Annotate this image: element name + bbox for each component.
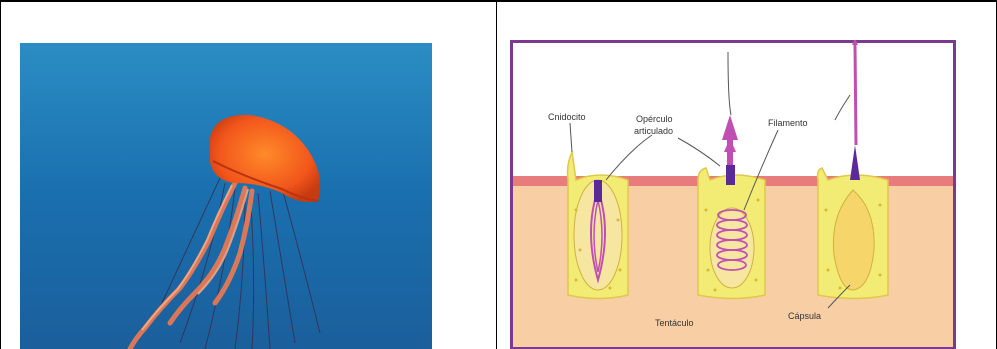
label-tentaculo: Tentáculo — [655, 318, 694, 328]
label-capsula: Cápsula — [788, 311, 821, 321]
jellyfish-photo — [20, 43, 432, 349]
label-filamento: Filamento — [768, 118, 808, 128]
label-operculo-2: articulado — [634, 126, 673, 136]
cnidocyte-diagram: Cnidocito Opérculo articulado Filamento … — [510, 40, 956, 349]
label-cnidocito: Cnidocito — [548, 112, 586, 122]
label-operculo-1: Opérculo — [636, 114, 673, 124]
